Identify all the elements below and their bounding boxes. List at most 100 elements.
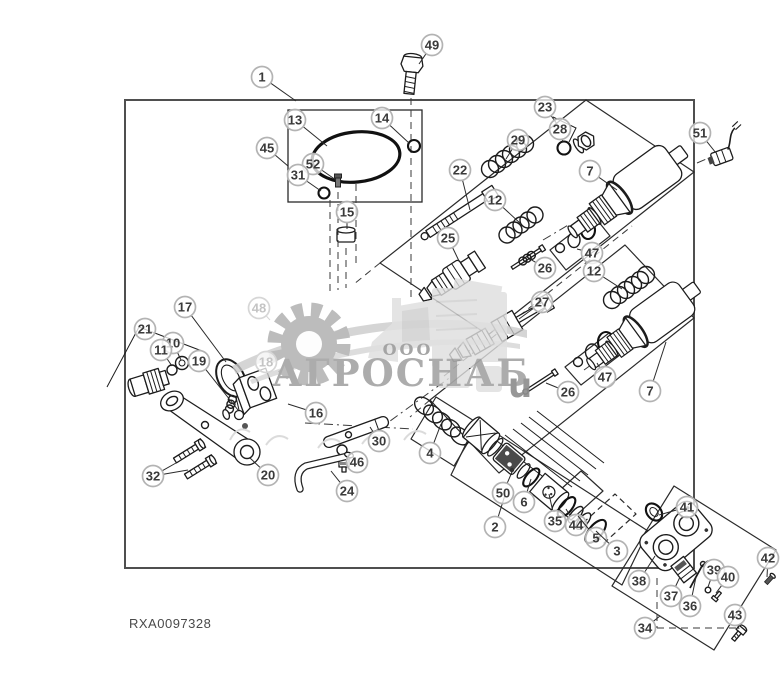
callout-12: 12	[582, 259, 623, 290]
svg-text:24: 24	[340, 484, 355, 499]
part-ball-50	[509, 467, 515, 473]
svg-text:31: 31	[291, 168, 305, 183]
callout-28: 28	[548, 117, 572, 143]
part-coupler-21	[127, 367, 170, 398]
svg-text:35: 35	[548, 514, 562, 529]
svg-text:17: 17	[178, 300, 192, 315]
svg-text:30: 30	[372, 434, 386, 449]
callout-32: 32	[141, 462, 189, 488]
svg-text:50: 50	[496, 486, 510, 501]
svg-text:48: 48	[252, 301, 266, 316]
callout-7: 7	[578, 159, 618, 191]
svg-text:26: 26	[561, 385, 575, 400]
svg-text:12: 12	[587, 264, 601, 279]
svg-text:21: 21	[138, 322, 152, 337]
svg-text:7: 7	[586, 164, 593, 179]
svg-text:4: 4	[426, 446, 434, 461]
callout-4: 4	[418, 423, 442, 465]
svg-text:36: 36	[683, 599, 697, 614]
callout-19: 19	[187, 349, 239, 411]
svg-text:26: 26	[538, 261, 552, 276]
upper-valve-group	[418, 116, 698, 302]
part-oring-10-inner	[178, 359, 186, 367]
callout-11: 11	[149, 338, 173, 367]
callout-16: 16	[287, 401, 328, 425]
svg-text:25: 25	[441, 231, 455, 246]
watermark-partial-letter: u	[508, 366, 532, 406]
part-link-30	[322, 415, 390, 449]
callout-37: 37	[659, 576, 683, 608]
callout-13: 13	[283, 108, 328, 147]
svg-text:46: 46	[350, 455, 364, 470]
callout-22: 22	[448, 158, 472, 211]
part-pump-internals	[461, 416, 607, 544]
callout-47: 47	[576, 241, 604, 265]
callout-24: 24	[330, 470, 359, 503]
part-oring-11	[166, 364, 178, 376]
callout-20: 20	[249, 457, 280, 487]
part-oring-14	[406, 138, 422, 154]
callout-2: 2	[483, 494, 507, 539]
callout-26: 26	[545, 380, 580, 404]
svg-text:22: 22	[453, 163, 467, 178]
part-plate-38	[639, 500, 713, 572]
part-sensor-51	[707, 121, 742, 167]
callout-43: 43	[723, 603, 747, 630]
callout-14: 14	[370, 106, 410, 144]
callout-15: 15	[335, 200, 359, 229]
svg-text:14: 14	[375, 111, 390, 126]
callout-45: 45	[255, 136, 289, 167]
part-pin-26b	[522, 368, 559, 395]
part-plug-23	[572, 131, 595, 154]
callout-17: 17	[173, 295, 227, 363]
pump-cartridge-group	[413, 396, 607, 544]
svg-text:41: 41	[680, 500, 694, 515]
part-screw-43	[731, 624, 748, 642]
svg-text:42: 42	[761, 551, 775, 566]
svg-text:47: 47	[585, 246, 599, 261]
svg-text:7: 7	[646, 384, 653, 399]
part-oring-28	[556, 140, 572, 156]
callout-40: 40	[715, 565, 740, 594]
part-oring-31	[317, 186, 331, 200]
svg-text:34: 34	[638, 621, 653, 636]
svg-text:2: 2	[491, 520, 498, 535]
callout-46: 46	[345, 450, 369, 474]
callout-1: 1	[250, 65, 297, 102]
inset-detail-box	[287, 109, 423, 203]
svg-text:52: 52	[306, 157, 320, 172]
svg-text:32: 32	[146, 469, 160, 484]
svg-text:12: 12	[488, 193, 502, 208]
callout-51: 51	[688, 121, 717, 154]
part-washer-39	[704, 586, 712, 594]
callout-5: 5	[577, 515, 608, 550]
figure-code: RXA0097328	[129, 616, 211, 631]
diagram-frame	[124, 99, 695, 569]
svg-text:38: 38	[632, 574, 646, 589]
callout-38: 38	[627, 555, 656, 593]
part-screw-52	[334, 173, 342, 188]
svg-text:40: 40	[721, 570, 735, 585]
svg-text:18: 18	[259, 355, 273, 370]
callout-36: 36	[678, 576, 702, 618]
svg-text:29: 29	[511, 133, 525, 148]
left-cluster	[106, 326, 390, 493]
callout-34: 34	[633, 615, 661, 640]
svg-text:49: 49	[425, 38, 439, 53]
svg-text:44: 44	[569, 518, 584, 533]
part-screw-32a	[171, 437, 207, 466]
callout-49: 49	[418, 33, 444, 65]
callout-47: 47	[593, 362, 617, 389]
part-pin-40	[710, 590, 723, 603]
svg-text:1: 1	[258, 70, 265, 85]
svg-text:27: 27	[535, 295, 549, 310]
part-oring-10	[174, 355, 190, 371]
end-cap-group	[639, 500, 776, 642]
svg-text:3: 3	[613, 544, 620, 559]
watermark: ООО АГРОСНАБ u	[229, 278, 532, 449]
part-orings-4	[413, 396, 471, 446]
part-bolt-49	[400, 52, 424, 96]
